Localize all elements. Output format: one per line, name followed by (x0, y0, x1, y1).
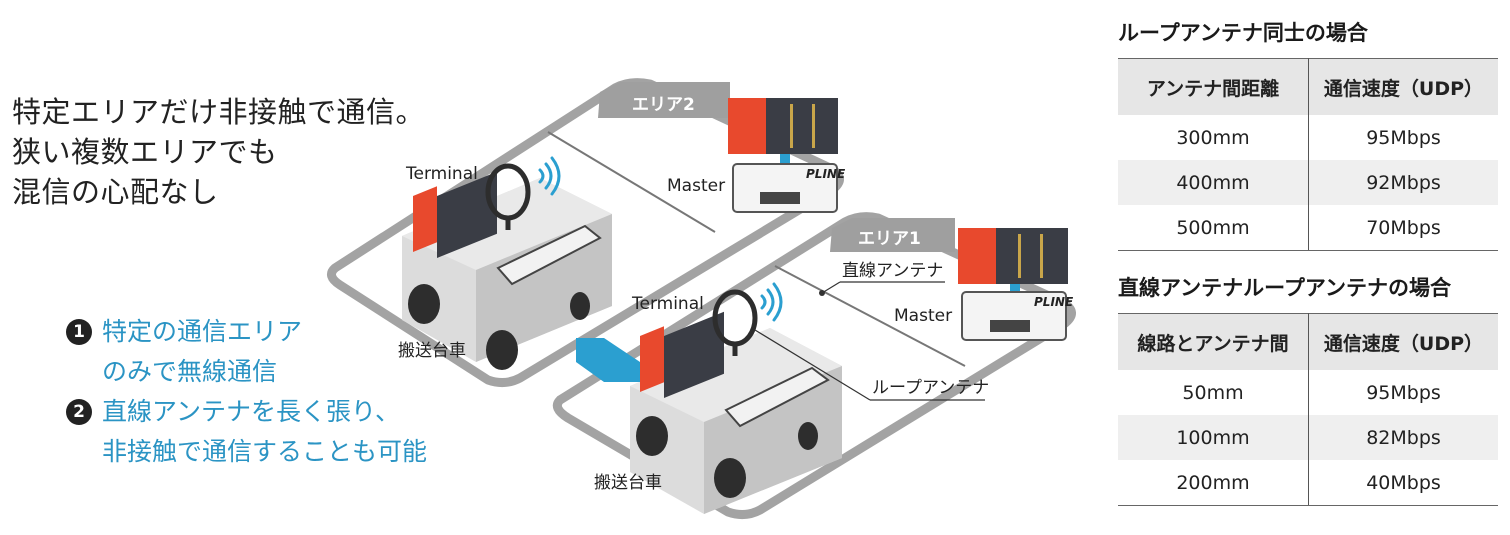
wifi-signal-icon-1 (538, 156, 561, 196)
table1-cell: 92Mbps (1308, 160, 1498, 205)
terminal-bottom-label: Terminal (631, 294, 704, 314)
number-badge-2: 2 (66, 399, 92, 425)
table2: 線路とアンテナ間 通信速度（UDP） 50mm 95Mbps 100mm 82M… (1118, 313, 1498, 506)
table2-title: 直線アンテナループアンテナの場合 (1118, 276, 1452, 300)
headline-line-2: 狭い複数エリアでも (12, 135, 278, 169)
headline-line-1: 特定エリアだけ非接触で通信。 (12, 95, 426, 129)
headline-line-3: 混信の心配なし (12, 175, 219, 209)
loop-antenna-leader (754, 329, 871, 401)
cart-bottom-label: 搬送台車 (594, 473, 662, 493)
table2-header-distance: 線路とアンテナ間 (1118, 313, 1309, 370)
area2-label: エリア2 (632, 95, 695, 115)
table-row: 300mm 95Mbps (1118, 115, 1498, 160)
table-row: 100mm 82Mbps (1118, 415, 1498, 460)
table1-cell: 400mm (1118, 160, 1309, 205)
cart-top-label: 搬送台車 (398, 341, 466, 361)
table2-header-speed: 通信速度（UDP） (1308, 313, 1498, 370)
wifi-signal-icon-2 (760, 282, 783, 322)
table1-cell: 95Mbps (1366, 126, 1441, 149)
feature-2-line-1: 直線アンテナを長く張り、 (102, 397, 401, 426)
headline: 特定エリアだけ非接触で通信。 狭い複数エリアでも 混信の心配なし (12, 92, 425, 212)
table2-cell: 50mm (1118, 370, 1309, 415)
master-2-brand: PLINE (806, 167, 846, 181)
signal-arrow (576, 338, 640, 382)
table-row: 500mm 70Mbps (1118, 205, 1498, 251)
table1-header-speed: 通信速度（UDP） (1308, 58, 1498, 115)
area1-tab (830, 218, 955, 252)
area1-label: エリア1 (858, 229, 921, 249)
system-diagram: エリア2 エリア1 PLINE Master PLINE Master (327, 78, 1076, 520)
table-row: 400mm 92Mbps (1118, 160, 1498, 205)
feature-1-line-2: のみで無線通信 (102, 357, 278, 386)
feature-item-2: 2 直線アンテナを長く張り、 非接触で通信することも可能 (66, 392, 427, 472)
table1: アンテナ間距離 通信速度（UDP） 300mm 95Mbps 400mm 92M… (1118, 58, 1498, 251)
area2-straight-antenna (547, 131, 716, 233)
feature-1-line-1: 特定の通信エリア (102, 317, 303, 346)
table2-cell: 100mm (1118, 415, 1309, 460)
table-row: 50mm 95Mbps (1118, 370, 1498, 415)
table1-cell: 70Mbps (1308, 205, 1498, 251)
master-1-brand: PLINE (1034, 295, 1074, 309)
master-1-device (958, 228, 1068, 341)
straight-antenna-leader (821, 281, 841, 294)
loop-antenna-label: ループアンテナ (872, 378, 989, 398)
table2-cell: 200mm (1118, 460, 1309, 506)
table1-cell: 300mm (1118, 115, 1309, 160)
feature-item-1: 1 特定の通信エリア のみで無線通信 (66, 312, 427, 392)
table2-cell: 95Mbps (1366, 381, 1441, 404)
loop-antenna-icon-1 (485, 163, 531, 230)
table1-header-distance: アンテナ間距離 (1118, 58, 1309, 115)
table1-header-row: アンテナ間距離 通信速度（UDP） (1118, 58, 1498, 115)
area1-straight-antenna (774, 265, 966, 367)
terminal-top-label: Terminal (405, 164, 478, 184)
table1-cell: 500mm (1118, 205, 1309, 251)
area2-tab (598, 82, 730, 118)
feature-2-line-2: 非接触で通信することも可能 (102, 437, 428, 466)
spec-tables: ループアンテナ同士の場合 アンテナ間距離 通信速度（UDP） 300mm 95M… (1118, 18, 1498, 506)
master-top-label: Master (667, 176, 725, 196)
cart-2 (630, 311, 842, 514)
loop-antenna-icon-2 (712, 289, 758, 356)
table1-title: ループアンテナ同士の場合 (1118, 21, 1368, 45)
table2-header-row: 線路とアンテナ間 通信速度（UDP） (1118, 313, 1498, 370)
table2-cell: 82Mbps (1308, 415, 1498, 460)
master-2-device (728, 98, 838, 213)
table-row: 200mm 40Mbps (1118, 460, 1498, 506)
feature-list: 1 特定の通信エリア のみで無線通信 2 直線アンテナを長く張り、 非接触で通信… (66, 312, 427, 472)
master-bottom-label: Master (894, 306, 952, 326)
straight-antenna-label: 直線アンテナ (842, 261, 943, 281)
table2-cell: 40Mbps (1308, 460, 1498, 506)
number-badge-1: 1 (66, 319, 92, 345)
